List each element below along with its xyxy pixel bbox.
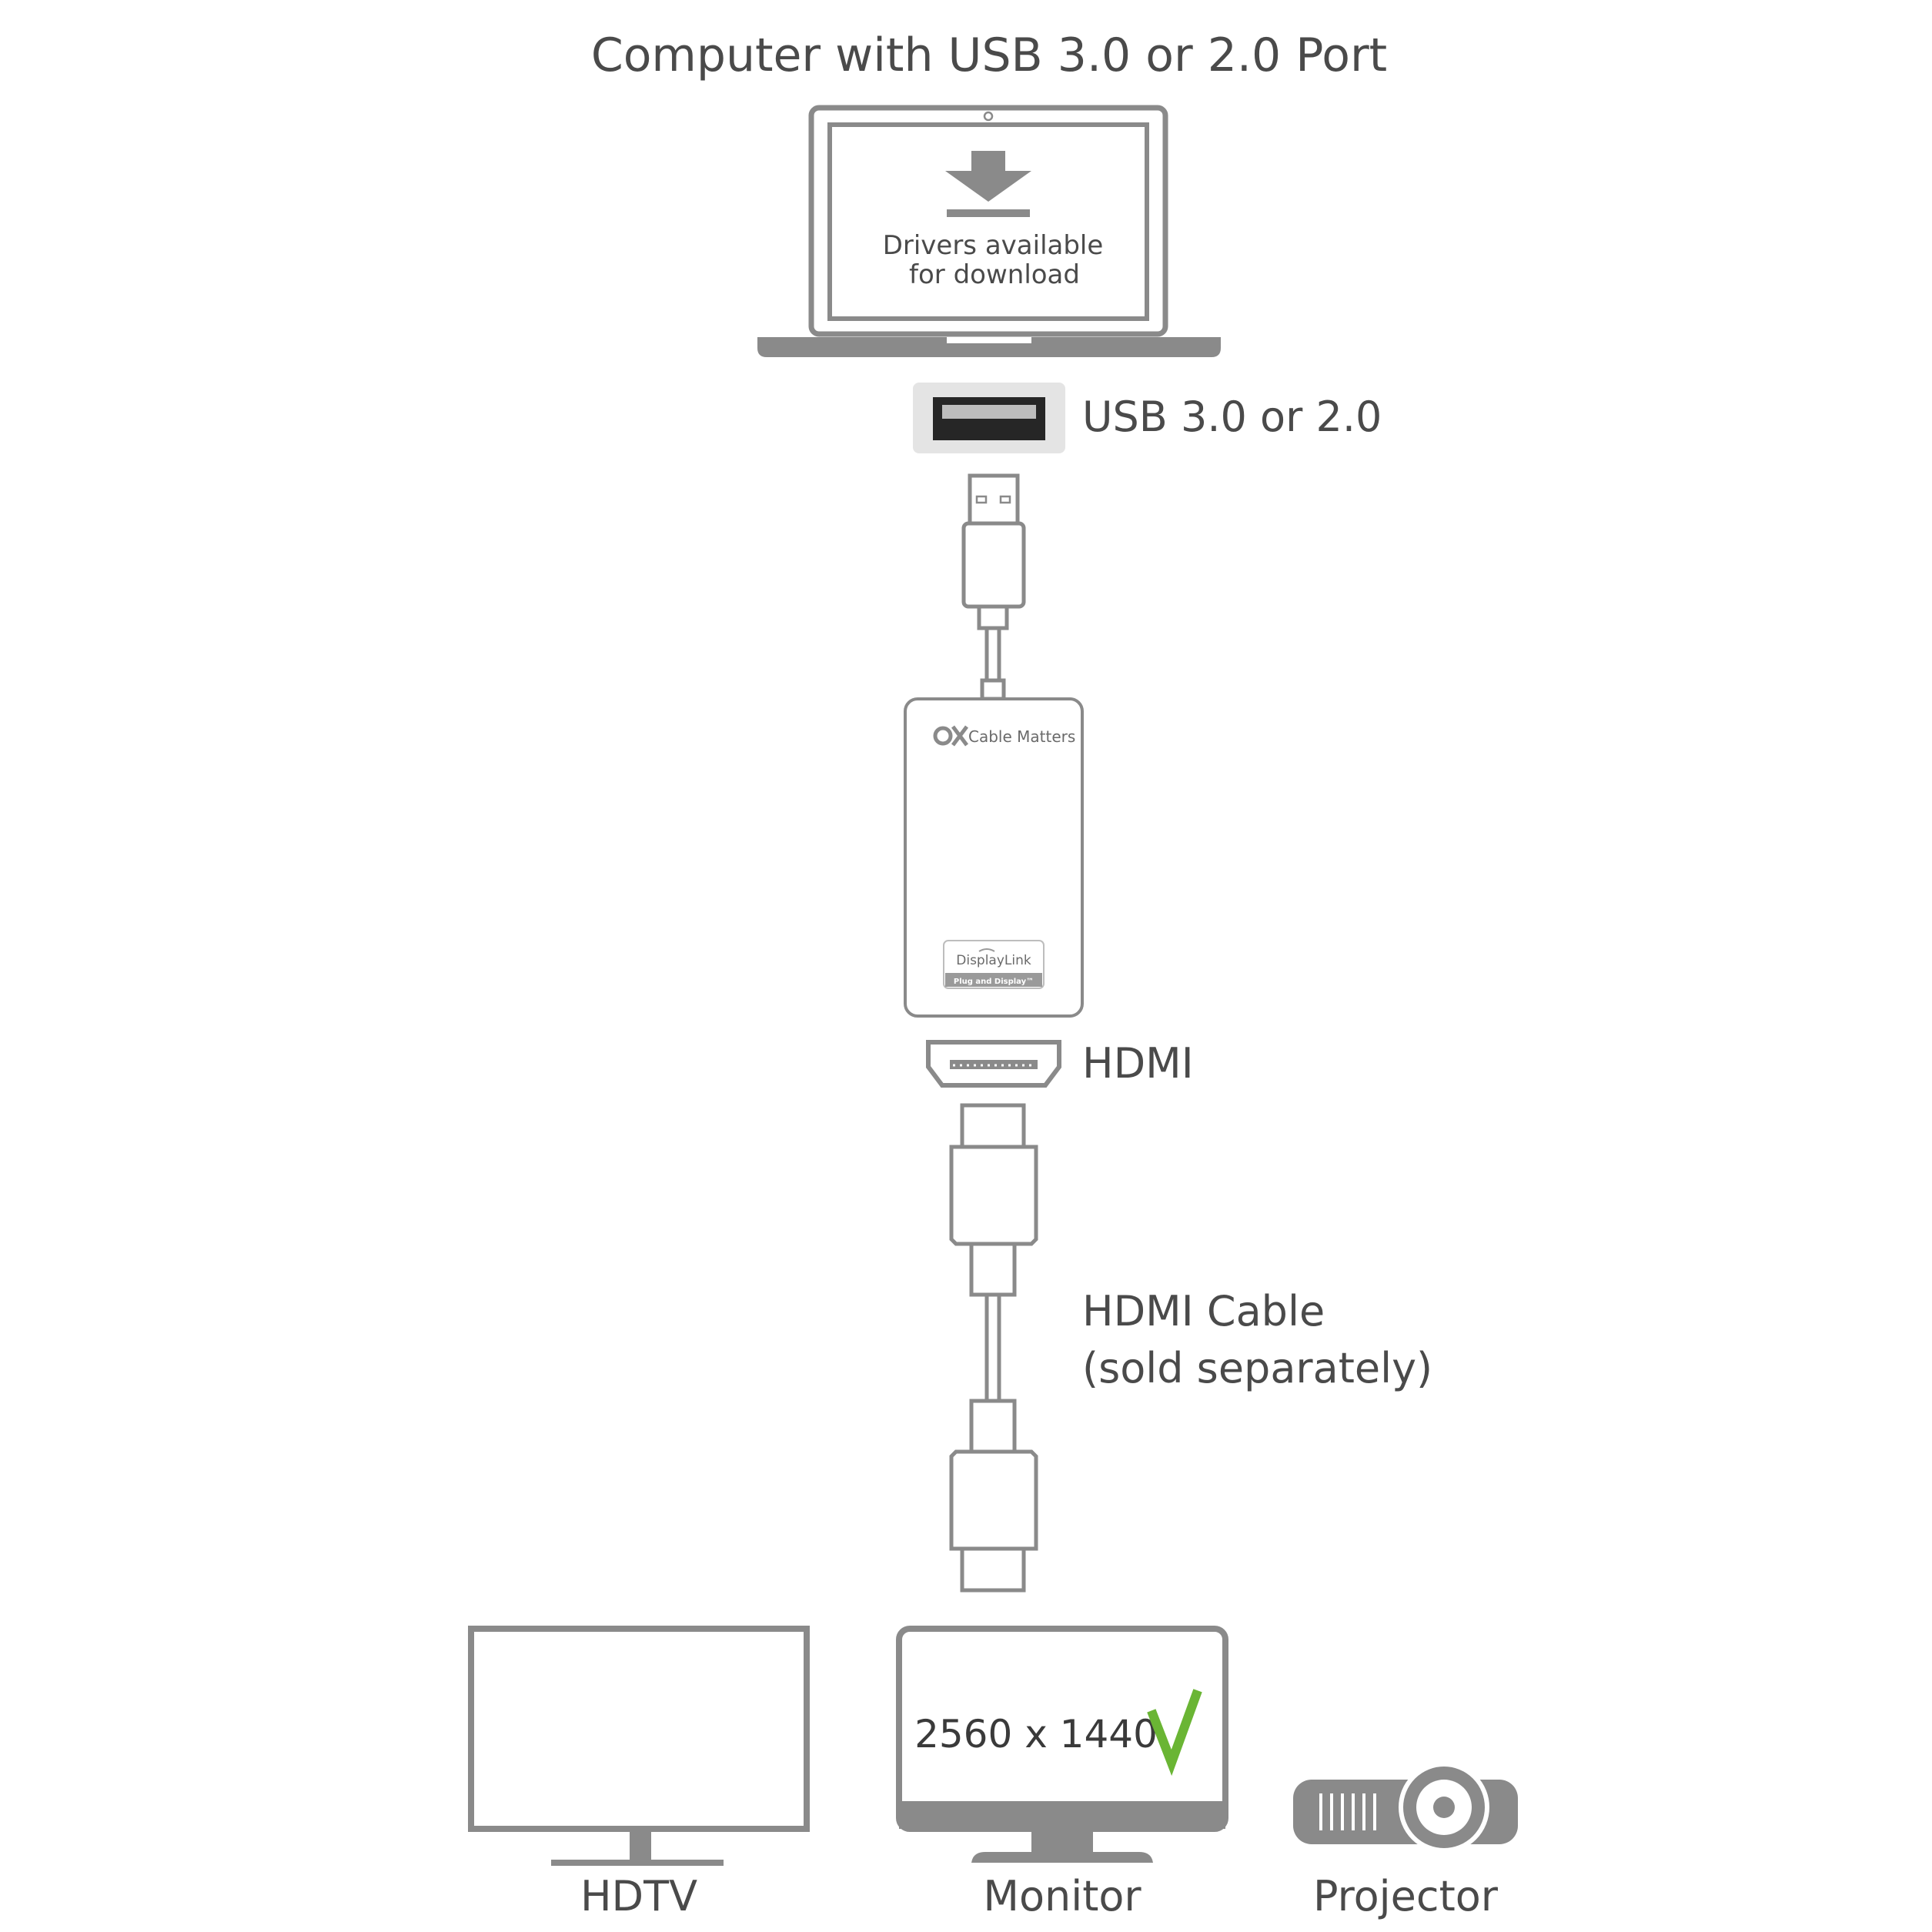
cable-matters-logo-icon (933, 725, 968, 747)
hdmi-cable-icon (949, 1103, 1038, 1593)
laptop-base (757, 337, 1221, 357)
diagram-title: Computer with USB 3.0 or 2.0 Port (591, 28, 1387, 82)
hdtv-label: HDTV (580, 1872, 697, 1920)
monitor-resolution: 2560 x 1440 (914, 1712, 1158, 1757)
adapter-brand: Cable Matters (968, 727, 1075, 746)
check-icon (1147, 1689, 1202, 1777)
projector-label: Projector (1313, 1872, 1499, 1920)
projector-icon (1293, 1762, 1518, 1853)
laptop-webcam (983, 111, 994, 122)
hdmi-port-label: HDMI (1082, 1039, 1194, 1088)
usb-port-icon (913, 383, 1065, 453)
hdtv-icon (468, 1626, 810, 1866)
laptop-hinge-notch (947, 337, 1031, 343)
cable-label-line-1: HDMI Cable (1082, 1287, 1325, 1335)
usb-plug-icon (961, 473, 1026, 701)
drivers-line-1: Drivers available (883, 230, 1104, 261)
monitor-icon (896, 1626, 1228, 1863)
cable-label-line-2: (sold separately) (1082, 1344, 1432, 1392)
badge-title: DisplayLink (956, 953, 1031, 968)
displaylink-badge: DisplayLink Plug and Display™ (943, 940, 1045, 989)
download-icon (945, 151, 1031, 217)
usb-port-label: USB 3.0 or 2.0 (1082, 393, 1382, 441)
badge-subtitle: Plug and Display™ (954, 978, 1034, 986)
drivers-line-2: for download (909, 259, 1080, 290)
laptop: Drivers available for download (757, 105, 1221, 357)
monitor-label: Monitor (983, 1872, 1141, 1920)
hdmi-port-icon (926, 1040, 1061, 1088)
displaylink-adapter: Cable Matters DisplayLink Plug and Displ… (904, 697, 1084, 1018)
laptop-lid (808, 105, 1168, 337)
laptop-screen (827, 122, 1149, 321)
